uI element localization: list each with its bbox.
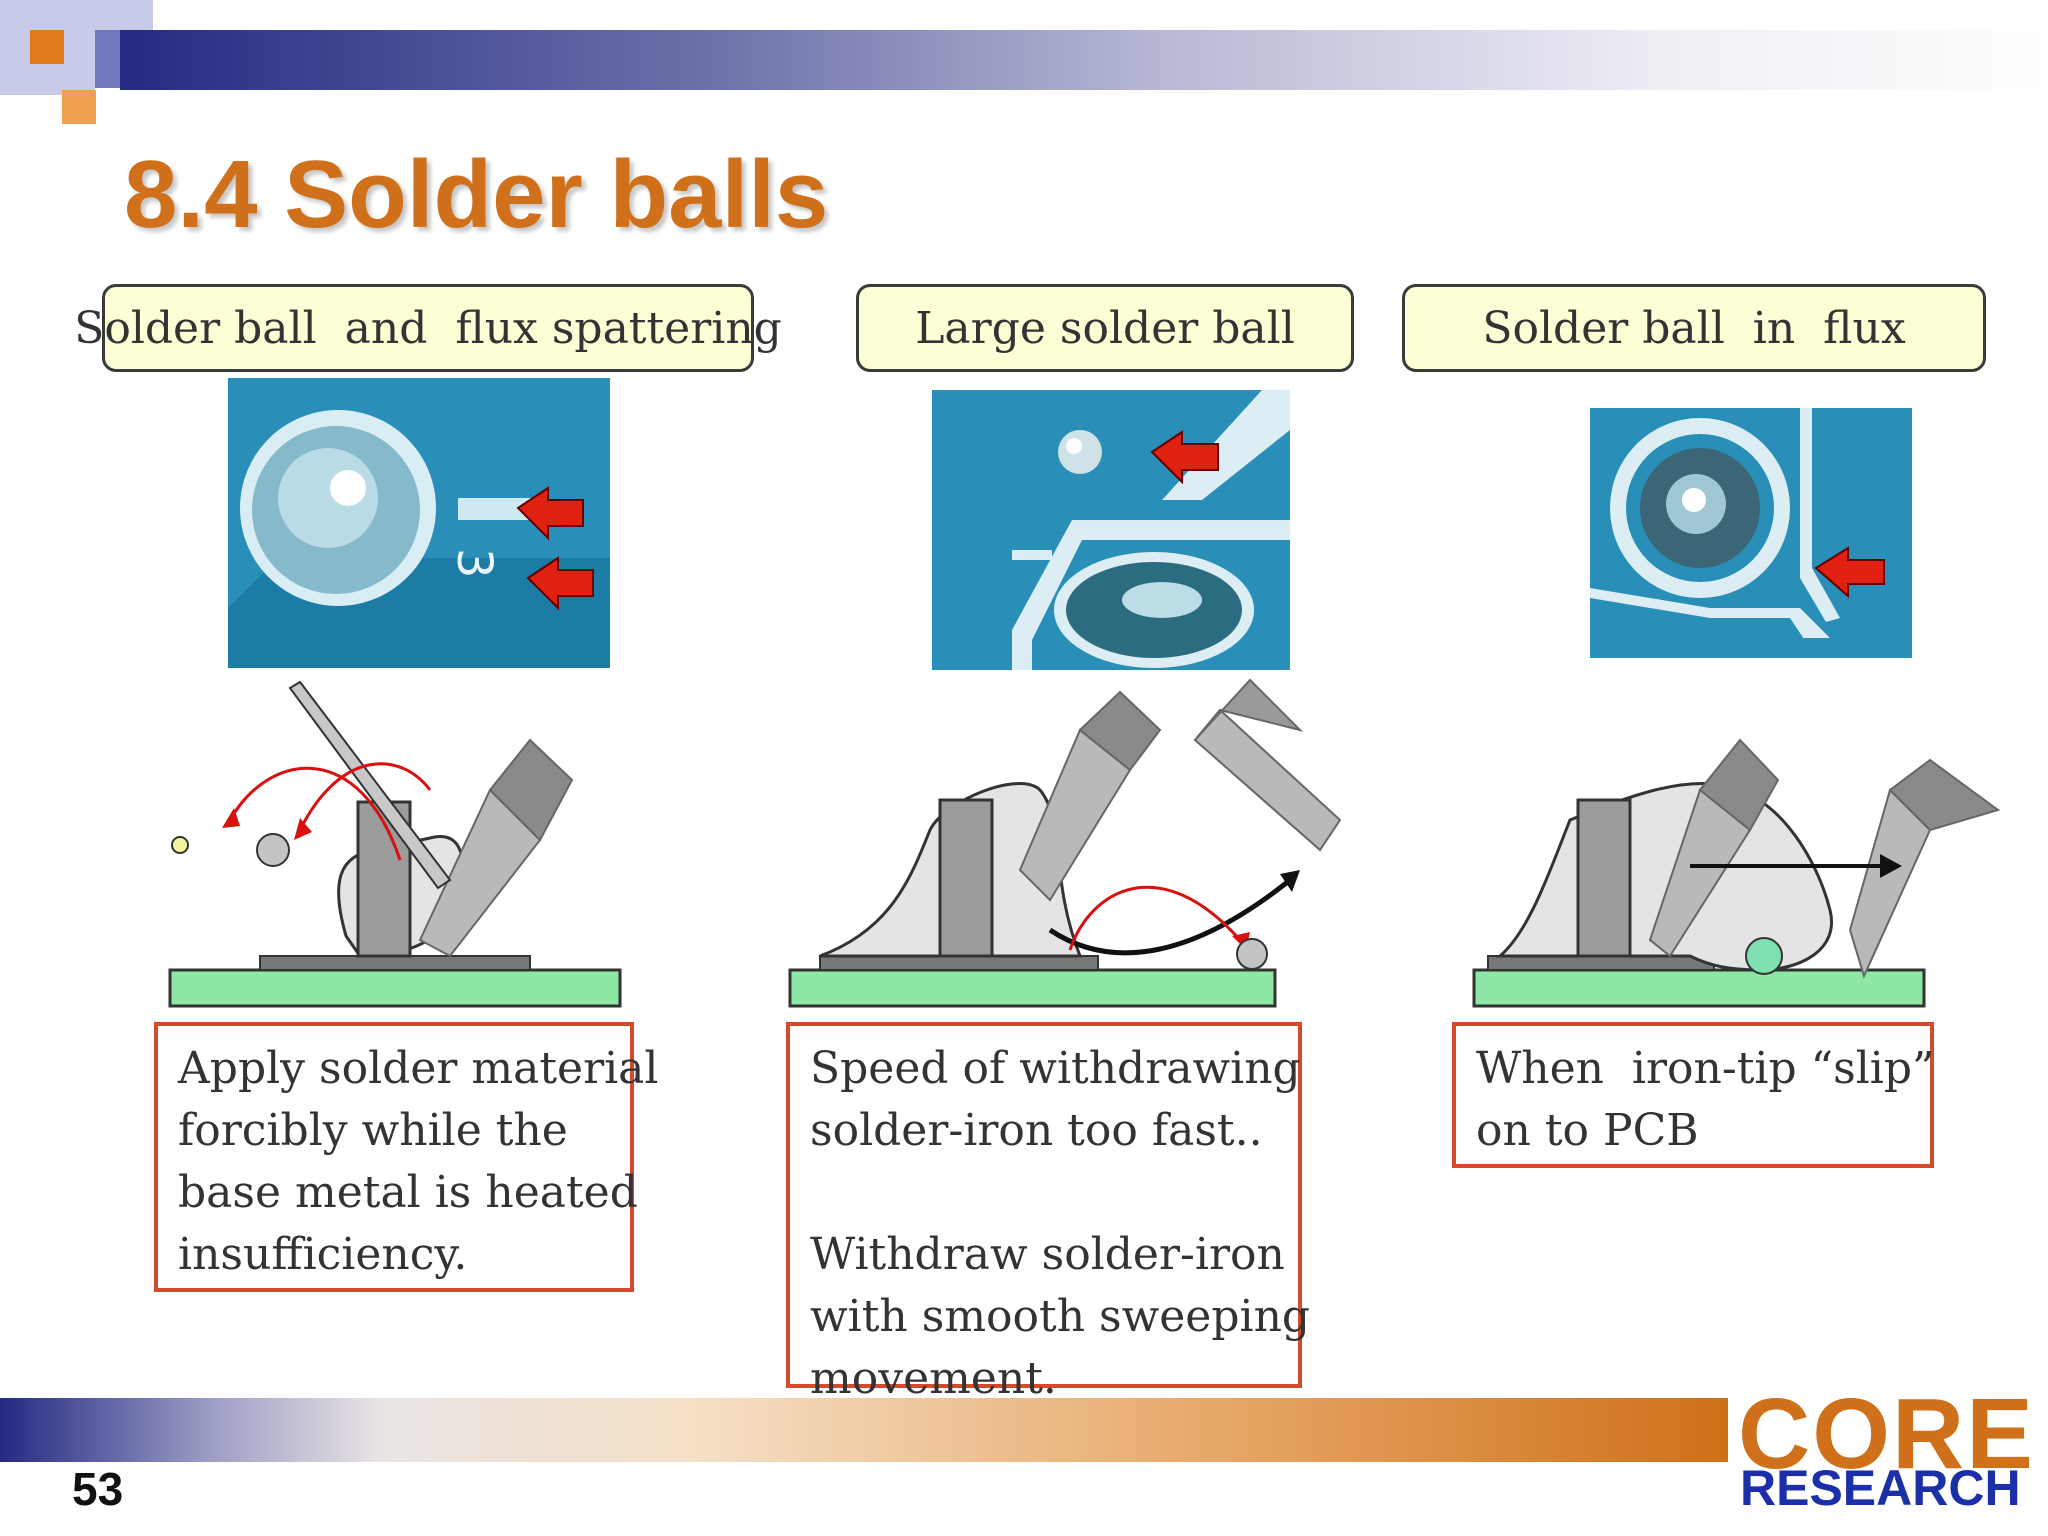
header-gradient-bar — [120, 30, 2048, 90]
panel-3-photo — [1590, 408, 1912, 658]
panel-1-photo: 3 — [228, 378, 610, 668]
panel-2-photo — [932, 390, 1290, 670]
panel-1-diagram — [160, 680, 630, 1010]
panel-2-diagram — [780, 670, 1380, 1010]
panel-1-description: Apply solder material forcibly while the… — [178, 1043, 659, 1280]
page-number: 53 — [72, 1463, 124, 1515]
panel-3-label: Solder ball in flux — [1402, 284, 1986, 372]
panel-1-label: Solder ball and flux spattering — [74, 284, 782, 372]
header-decoration — [0, 0, 2048, 124]
panel-2-description: Speed of withdrawing solder-iron too fas… — [810, 1043, 1311, 1404]
logo-research-text: RESEARCH — [1740, 1460, 2021, 1516]
panel-3-diagram — [1460, 730, 2008, 1010]
svg-text:3: 3 — [446, 548, 502, 579]
panel-3-description-box: When iron-tip “slip” on to PCB — [1452, 1022, 1935, 1168]
footer-gradient-bar — [0, 1398, 1728, 1462]
slide-title: 8.4 Solder balls — [124, 141, 829, 248]
logo-core-text: CORE — [1738, 1378, 2035, 1490]
panel-3-description: When iron-tip “slip” on to PCB — [1476, 1043, 1935, 1156]
panel-1-description-box: Apply solder material forcibly while the… — [154, 1022, 658, 1292]
panel-2-description-box: Speed of withdrawing solder-iron too fas… — [786, 1022, 1310, 1404]
panel-2-label: Large solder ball — [856, 284, 1354, 372]
